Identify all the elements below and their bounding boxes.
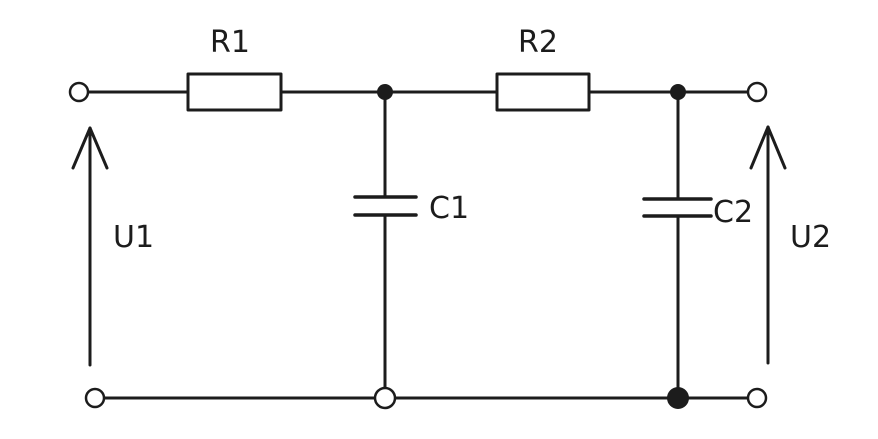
capacitor-c2-branch [642,90,713,400]
junction-node-c1-top [377,84,393,100]
voltage-arrow-u2 [749,125,787,365]
terminal-output-top [746,81,768,103]
capacitor-c1-branch [353,90,418,390]
label-r1: R1 [210,25,250,60]
label-r2: R2 [518,25,558,60]
junction-node-c1-bottom [373,386,397,410]
label-u1: U1 [113,220,154,255]
arrow-u2-head [749,125,787,170]
label-u2: U2 [790,220,831,255]
label-c1: C1 [429,191,469,226]
terminal-output-bottom [746,387,768,409]
resistor-r1 [186,72,283,112]
junction-node-c2-top [670,84,686,100]
arrow-u1-head [71,126,109,170]
junction-node-c2-bottom [667,387,689,409]
label-c2: C2 [713,195,753,230]
terminal-input-bottom [84,387,106,409]
voltage-arrow-u1 [71,126,109,367]
resistor-r2 [495,72,591,112]
terminal-input-top [68,81,90,103]
